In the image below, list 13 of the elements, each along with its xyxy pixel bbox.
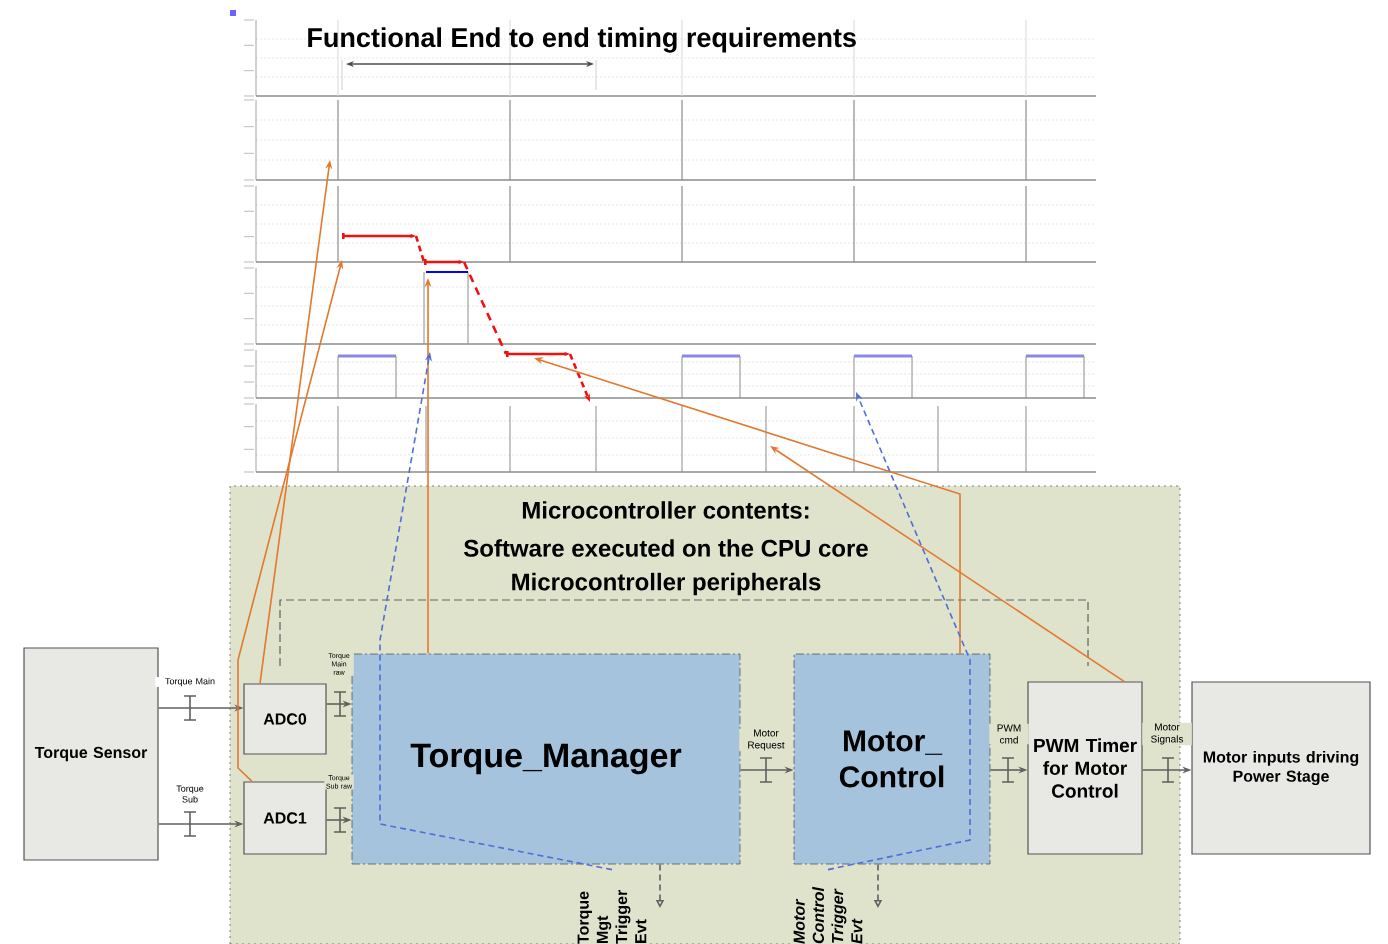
adc-box: ADC0 (243, 683, 327, 755)
chart-title: Functional End to end timing requirements (308, 27, 856, 53)
heading-text: Microcontroller peripherals (509, 571, 823, 597)
event-label: Torque Mgt Trigger Evt (575, 870, 649, 944)
heading-text: Software executed on the CPU core (462, 538, 870, 558)
output-box: Motor inputs driving Power Stage (1191, 681, 1371, 855)
software-block: Motor_ Control (793, 653, 991, 865)
adc-box: ADC1 (243, 781, 327, 855)
timer-box: PWM Timer for Motor Control (1027, 681, 1143, 855)
heading-text: Microcontroller contents: (520, 500, 812, 520)
software-block: Torque_Manager (351, 653, 741, 865)
sensor-box: Torque Sensor (23, 647, 159, 861)
event-label: Motor Control Trigger Evt (791, 870, 865, 944)
